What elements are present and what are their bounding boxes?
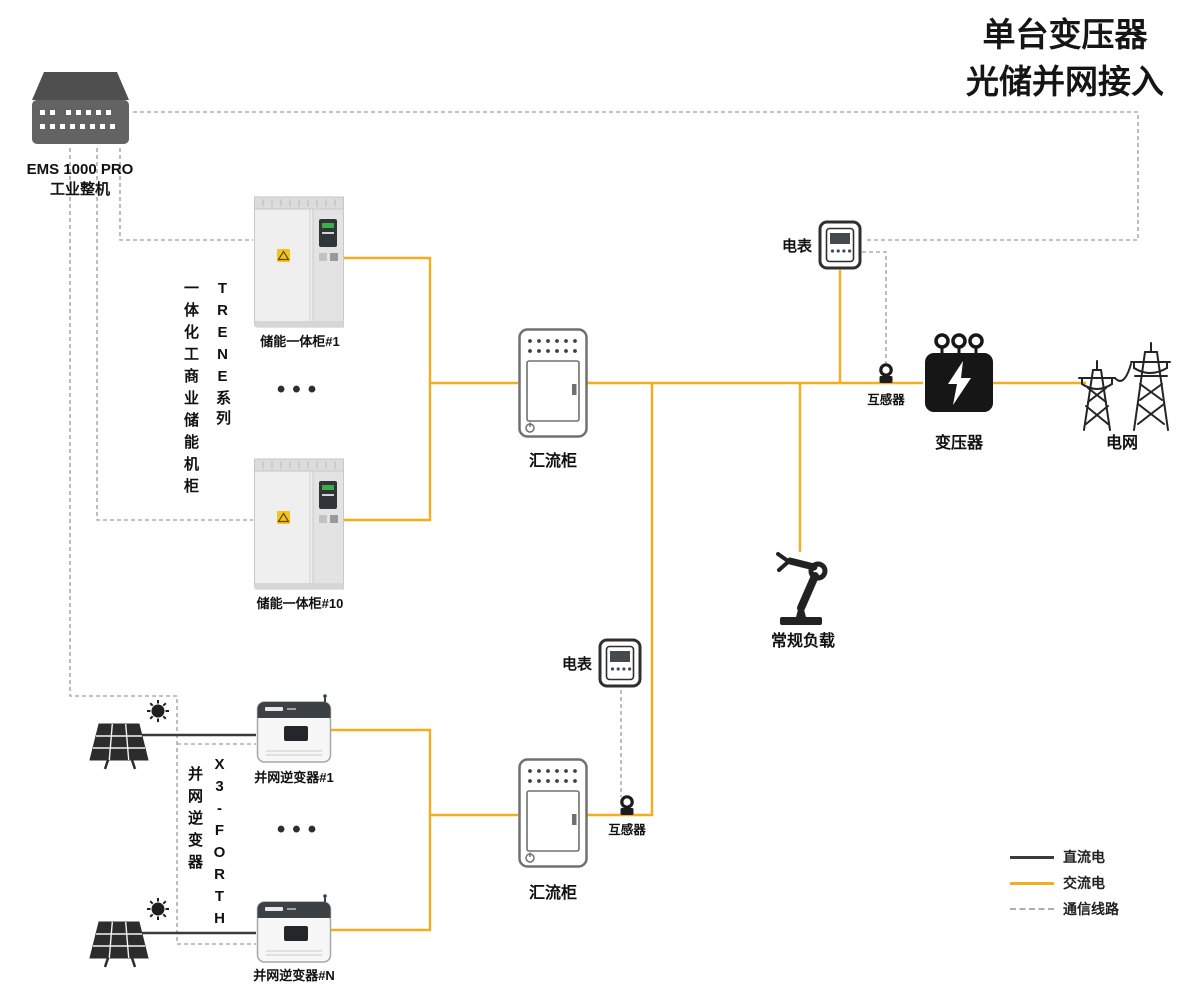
load-robot-arm-icon [776,552,828,625]
comm-line-ems-to-meter-top [133,111,1139,241]
load-label: 常规负载 [770,633,835,650]
legend-ac-label: 交流电 [1063,875,1105,891]
inverter-series-name-vertical: 并网逆变器 [186,766,203,876]
ct-top-label: 互感器 [867,393,905,407]
title-line-2: 光储并网接入 [966,62,1164,100]
meter-bottom-label: 电表 [561,656,592,673]
legend-row-comm: 通信线路 [1010,898,1119,920]
ct-bottom-label: 互感器 [608,823,646,837]
current-transformer-bottom-icon [618,795,636,817]
storage-cabinet-1-label: 储能一体柜#1 [260,334,340,349]
legend-row-ac: 交流电 [1010,872,1119,894]
meter-top-icon [818,220,862,270]
title-line-1: 单台变压器 [982,16,1148,53]
ac-line-cabinet-1-to-combiner [344,256,518,385]
comm-line-ems-to-cabinet-10 [96,148,253,521]
transformer-label: 变压器 [934,435,983,452]
inverter-n-label: 并网逆变器#N [253,968,335,983]
legend: 直流电 交流电 通信线路 [1010,846,1119,920]
inverter-1-label: 并网逆变器#1 [254,770,334,785]
ac-line-inverter-1-to-combiner [331,728,518,817]
ac-line-combiner-bottom-to-bus [587,383,654,817]
inverter-1-icon [256,694,332,763]
combiner-bottom-label: 汇流柜 [528,885,577,902]
meter-top-label: 电表 [781,238,812,255]
ems-label: EMS 1000 PRO 工业整机 [5,160,155,199]
comm-line-ems-to-inverter-n [69,148,256,945]
grid-label: 电网 [1105,435,1138,452]
meter-bottom-icon [598,638,642,688]
inverter-ellipsis: ••• [276,816,324,843]
storage-series-name-vertical: 一体化工商业储能机柜 [182,280,199,500]
solar-panel-2-icon [88,896,171,969]
comm-line-ems-to-cabinet-1 [119,148,253,241]
power-grid-tower-icon [1078,342,1171,431]
transformer-icon [925,333,993,412]
ac-line-cabinet-10-to-combiner [344,383,432,522]
legend-dc-label: 直流电 [1063,849,1105,865]
combiner-cabinet-top-icon [518,328,588,438]
ac-line-inverter-n-to-combiner [331,815,432,932]
inverter-model-vertical: X3-FORTH [211,756,228,932]
ems-server-icon [32,72,129,144]
legend-row-dc: 直流电 [1010,846,1119,868]
legend-dc-line-sample [1010,855,1054,859]
combiner-top-label: 汇流柜 [528,453,577,470]
storage-ellipsis: ••• [276,376,324,403]
inverter-n-icon [256,894,332,963]
current-transformer-top-icon [877,363,895,385]
ems-label-line2: 工业整机 [49,180,110,198]
legend-comm-line-sample [1010,908,1054,910]
storage-brand-vertical: TRENE系列 [214,280,231,430]
diagram-title: 单台变压器 光储并网接入 [935,12,1195,106]
legend-comm-label: 通信线路 [1063,901,1119,917]
storage-cabinet-1-icon [253,196,345,328]
storage-cabinet-10-icon [253,458,345,590]
storage-cabinet-10-label: 储能一体柜#10 [256,596,344,611]
combiner-cabinet-bottom-icon [518,758,588,868]
solar-panel-1-icon [88,698,171,771]
comm-line-meter-top-to-ct-top [862,251,887,364]
legend-ac-line-sample [1010,881,1054,885]
ems-label-line1: EMS 1000 PRO [26,161,134,178]
